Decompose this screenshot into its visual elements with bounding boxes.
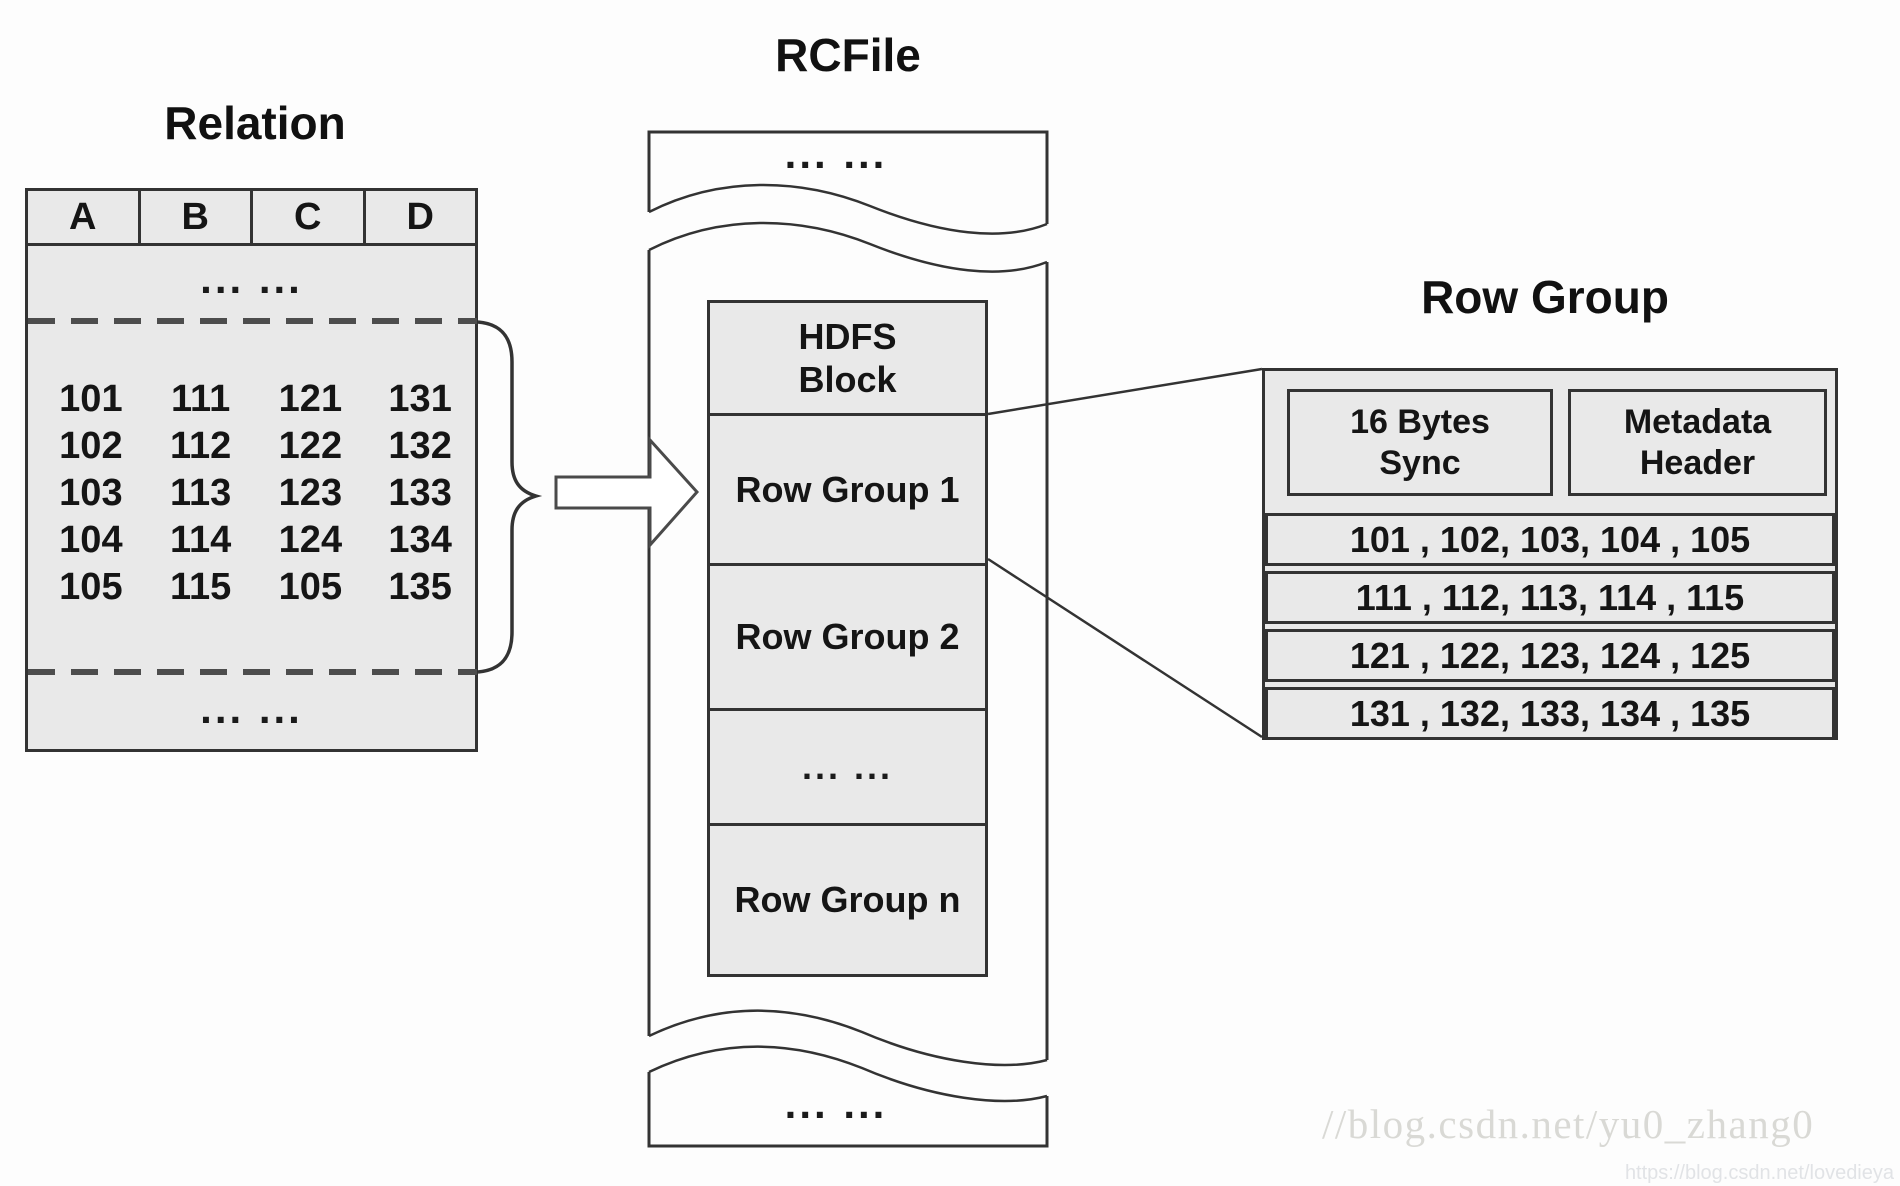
- rowgroup-column-row: 111 , 112, 113, 114 , 115: [1265, 571, 1835, 624]
- relation-row-cell: 135: [388, 566, 452, 608]
- relation-column-header: C: [253, 191, 366, 243]
- torn-edge-wave-bottom-1: [648, 1009, 1048, 1067]
- zoom-line-bottom: [987, 557, 1263, 739]
- relation-row: 101 111 121 131: [36, 376, 475, 423]
- relation-row-cell: 131: [388, 378, 452, 420]
- rcfile-title: RCFile: [775, 29, 921, 81]
- relation-row-cell: 123: [278, 472, 343, 514]
- row-group-n-section: Row Group n: [710, 823, 985, 974]
- relation-row-cell: 104: [59, 519, 123, 561]
- rcfile-ellipsis-bottom: ... ...: [784, 1080, 888, 1127]
- flow-arrow-icon: [554, 436, 700, 549]
- rowgroup-column-row: 101 , 102, 103, 104 , 105: [1265, 513, 1835, 566]
- relation-row: 103 113 123 133: [36, 470, 475, 517]
- watermark-main: //blog.csdn.net/yu0_zhang0: [1322, 1101, 1815, 1147]
- rcfile-block-stack: HDFS Block Row Group 1 Row Group 2 ... .…: [707, 300, 988, 977]
- sync-marker-box: 16 Bytes Sync: [1287, 389, 1553, 496]
- rowgroup-header-zone: 16 Bytes Sync Metadata Header: [1265, 371, 1835, 513]
- rowgroup-title: Row Group: [1421, 271, 1669, 323]
- relation-row-cell: 105: [278, 566, 343, 608]
- watermark-small: https://blog.csdn.net/lovedieya: [1624, 1162, 1894, 1184]
- relation-column-header: A: [28, 191, 141, 243]
- relation-row: 102 112 122 132: [36, 423, 475, 470]
- relation-row: 105 115 105 135: [36, 564, 475, 611]
- relation-row-cell: 115: [169, 566, 232, 608]
- relation-row-cell: 114: [169, 519, 232, 561]
- relation-row-cell: 124: [278, 519, 343, 561]
- torn-edge-wave-top-2: [648, 221, 1048, 273]
- relation-row-cell: 102: [59, 425, 123, 467]
- rowgroup-column-row: 121 , 122, 123, 124 , 125: [1265, 629, 1835, 682]
- relation-row-cell: 105: [59, 566, 123, 608]
- relation-ellipsis-bottom: ... ...: [200, 685, 303, 732]
- relation-title: Relation: [164, 97, 346, 149]
- rowgroup-column-row: 131 , 132, 133, 134 , 135: [1265, 687, 1835, 740]
- relation-row-cell: 122: [278, 425, 343, 467]
- curly-brace: [477, 320, 543, 674]
- relation-row-cell: 103: [59, 472, 123, 514]
- torn-edge-wave-top-1: [648, 183, 1048, 235]
- relation-row-cell: 101: [59, 378, 123, 420]
- hdfs-block-section: HDFS Block: [710, 303, 985, 413]
- row-group-ellipsis-section: ... ...: [710, 708, 985, 823]
- relation-row: 104 114 124 134: [36, 517, 475, 564]
- relation-column-header: D: [406, 195, 434, 238]
- metadata-header-box: Metadata Header: [1568, 389, 1827, 496]
- relation-column-header: B: [141, 191, 253, 243]
- zoom-line-top: [987, 367, 1263, 416]
- relation-ellipsis-top: ... ...: [200, 255, 303, 302]
- relation-row-cell: 121: [278, 378, 343, 420]
- relation-row-cell: 111: [171, 378, 231, 420]
- relation-row-cell: 132: [388, 425, 452, 467]
- row-group-1-section: Row Group 1: [710, 413, 985, 563]
- relation-row-cell: 112: [169, 425, 232, 467]
- rcfile-ellipsis-top: ... ...: [784, 130, 888, 177]
- relation-row-cell: 134: [388, 519, 452, 561]
- rowgroup-detail-box: 16 Bytes Sync Metadata Header 101 , 102,…: [1262, 368, 1838, 740]
- relation-row-cell: 133: [388, 472, 452, 514]
- relation-row-cell: 113: [169, 472, 232, 514]
- row-group-2-section: Row Group 2: [710, 563, 985, 708]
